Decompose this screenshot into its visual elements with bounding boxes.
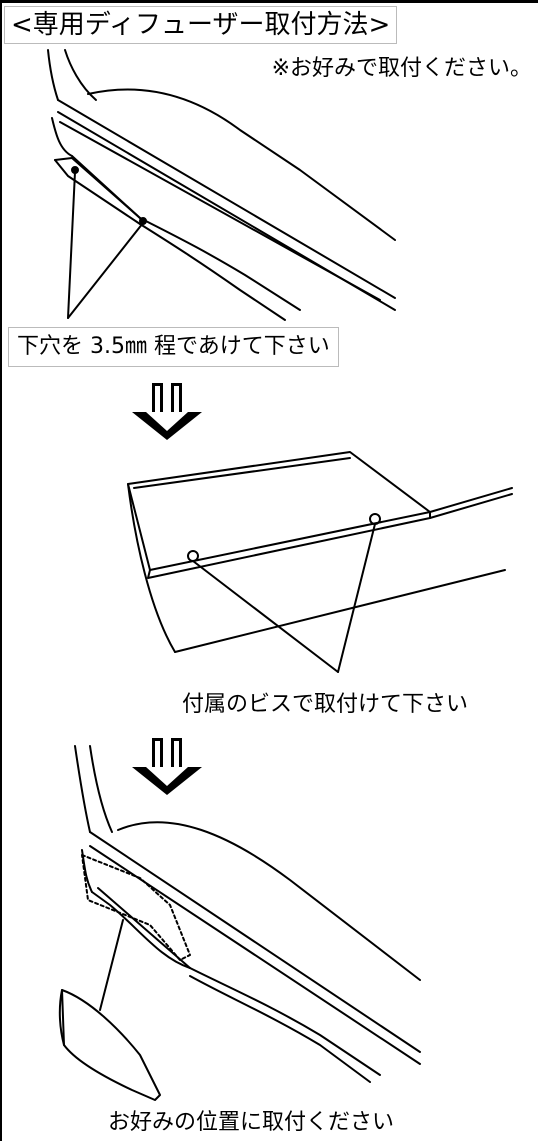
- step2-illustration: [127, 451, 513, 673]
- step3-label: お好みの位置に取付ください: [108, 1110, 395, 1135]
- step1-illustration: [47, 49, 396, 321]
- step3-illustration: [58, 745, 421, 1101]
- page-title: <専用ディフューザー取付方法>: [4, 6, 398, 44]
- note-text: ※お好みで取付ください。: [271, 56, 532, 81]
- double-down-arrow-icon: [132, 738, 202, 795]
- step2-label: 付属のビスで取付けて下さい: [182, 692, 469, 717]
- left-border: [0, 0, 2, 1141]
- double-down-arrow-icon: [132, 383, 202, 440]
- step1-label: 下穴を 3.5㎜ 程であけて下さい: [8, 327, 339, 367]
- top-border: [0, 0, 538, 3]
